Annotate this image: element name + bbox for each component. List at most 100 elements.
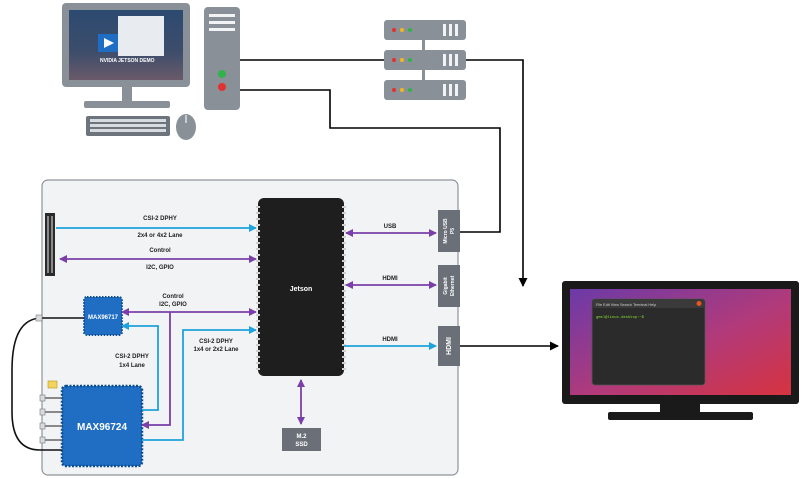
jetson-pin: [342, 272, 346, 274]
jetson-module: Jetson: [256, 198, 346, 376]
jetson-pin: [256, 230, 260, 232]
csi-left-link: [121, 322, 159, 411]
jetson-pin: [342, 212, 346, 214]
tower-led-green: [218, 70, 226, 78]
mouse-icon: [176, 114, 196, 140]
pc-to-usb-cable: [240, 89, 501, 233]
control-top-label-1: Control: [149, 248, 171, 254]
jetson-pin: [256, 296, 260, 298]
ethernet-label-2: Ethernet: [450, 276, 456, 297]
switch-to-ethernet-cable: [466, 59, 528, 287]
jetson-pin: [342, 290, 346, 292]
csi-right-label-1: CSI-2 DPHY: [199, 339, 233, 345]
terminal-prompt: gmsl@linux-desktop:~$: [596, 315, 645, 320]
max96724-chip: MAX96724: [60, 384, 144, 468]
hdmi-label-1: HDMI: [382, 276, 398, 282]
jetson-pin: [342, 266, 346, 268]
ethernet-port: Gigabit Ethernet: [438, 265, 460, 307]
jetson-label: Jetson: [290, 286, 313, 293]
jetson-pin: [342, 224, 346, 226]
jetson-pin: [342, 350, 346, 352]
jetson-pin: [256, 206, 260, 208]
jetson-pin: [256, 368, 260, 370]
jetson-pin: [342, 338, 346, 340]
jetson-pin: [256, 212, 260, 214]
jetson-pin: [256, 356, 260, 358]
jetson-pin: [342, 296, 346, 298]
jetson-pin: [342, 368, 346, 370]
csi-right-label-2: 1x4 or 2x2 Lane: [193, 347, 239, 353]
jetson-pin: [342, 362, 346, 364]
jetson-pin: [342, 320, 346, 322]
jetson-pin: [256, 272, 260, 274]
display-neck: [660, 404, 700, 414]
csi-top-label-2: 2x4 or 4x2 Lane: [137, 233, 183, 239]
hdmi-port: HDMI: [438, 326, 460, 366]
jetson-pin: [342, 356, 346, 358]
jetson-pin: [256, 260, 260, 262]
jetson-pin: [256, 218, 260, 220]
gmsl-cable: [11, 317, 84, 451]
jetson-pin: [342, 284, 346, 286]
jetson-pin: [342, 344, 346, 346]
jetson-pin: [342, 332, 346, 334]
jetson-pin: [256, 278, 260, 280]
play-icon: [104, 38, 114, 48]
ssd-label-1: M.2: [296, 434, 307, 440]
jetson-pin: [256, 362, 260, 364]
jetson-pin: [342, 236, 346, 238]
jetson-pin: [256, 302, 260, 304]
csi-right-link: [142, 326, 257, 441]
jetson-pin: [342, 242, 346, 244]
jetson-pin: [256, 350, 260, 352]
ssd-label-2: SSD: [295, 442, 308, 448]
jetson-pin: [256, 338, 260, 340]
jetson-pin: [256, 242, 260, 244]
jetson-pin: [256, 284, 260, 286]
keyboard-keys: [90, 119, 166, 132]
usb-label: USB: [384, 224, 397, 230]
micro-usb-label-1: Micro USB: [443, 218, 449, 244]
monitor-neck: [122, 87, 132, 101]
jetson-pin: [342, 314, 346, 316]
monitor-base: [84, 101, 170, 108]
video-caption: NVIDIA JETSON DEMO: [100, 58, 155, 64]
screen-window: [118, 16, 164, 56]
control-mid-label-2: I2C, GPIO: [159, 302, 187, 308]
csi-left-label-2: 1x4 Lane: [119, 363, 145, 369]
max96717-chip: MAX96717: [83, 296, 123, 336]
max96717-label: MAX96717: [88, 315, 119, 321]
jetson-pin: [256, 254, 260, 256]
jetson-pin: [342, 206, 346, 208]
jetson-pin: [256, 332, 260, 334]
jetson-pin: [256, 248, 260, 250]
control-mid-link-to-deserializer: [141, 312, 171, 429]
jetson-pin: [342, 308, 346, 310]
jetson-pin: [342, 260, 346, 262]
jetson-pin: [342, 302, 346, 304]
external-cables: [240, 59, 559, 351]
board-links: [56, 224, 437, 441]
csi-left-label-1: CSI-2 DPHY: [115, 354, 149, 360]
jetson-pin: [342, 248, 346, 250]
terminal-menu: File Edit View Search Terminal Help: [596, 303, 656, 307]
jetson-pin: [342, 230, 346, 232]
close-icon: [696, 301, 702, 306]
jetson-pin: [256, 308, 260, 310]
hdmi-port-label: HDMI: [446, 337, 453, 355]
jetson-pin: [342, 326, 346, 328]
m2-ssd: M.2 SSD: [282, 428, 321, 451]
jetson-pin: [342, 218, 346, 220]
tower-led-red: [218, 83, 226, 91]
jetson-pin: [342, 278, 346, 280]
jetson-pin: [256, 290, 260, 292]
desktop-computer: NVIDIA JETSON DEMO: [62, 3, 240, 140]
jetson-pin: [256, 266, 260, 268]
csi-top-label-1: CSI-2 DPHY: [143, 216, 177, 222]
hdmi-label-2: HDMI: [382, 337, 398, 343]
jetson-pin: [256, 236, 260, 238]
jetson-pin: [256, 314, 260, 316]
terminal-titlebar: [592, 299, 705, 308]
